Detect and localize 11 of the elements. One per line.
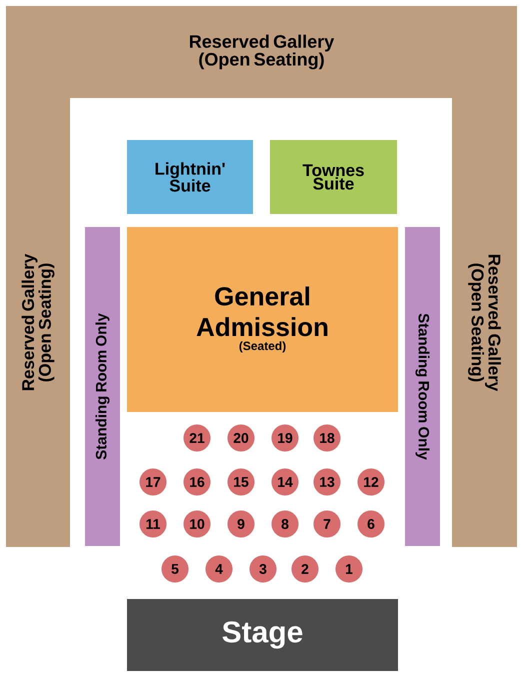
admission-section: General Admission (Seated): [127, 227, 398, 412]
stage-block: Stage: [127, 599, 398, 671]
node-label: Reserved Gallery (Open Seating): [468, 254, 501, 392]
standing-section: Standing Room Only: [85, 227, 120, 546]
gallery-section: Reserved Gallery (Open Seating): [6, 6, 517, 98]
suite-section: Lightnin' Suite: [127, 140, 253, 214]
gallery-section: Reserved Gallery (Open Seating): [6, 98, 70, 547]
gallery-section: Reserved Gallery (Open Seating): [452, 98, 517, 547]
standing-section: Standing Room Only: [405, 227, 440, 546]
node-label: Reserved Gallery (Open Seating): [22, 254, 54, 390]
suite-section: Townes Suite: [270, 140, 397, 214]
